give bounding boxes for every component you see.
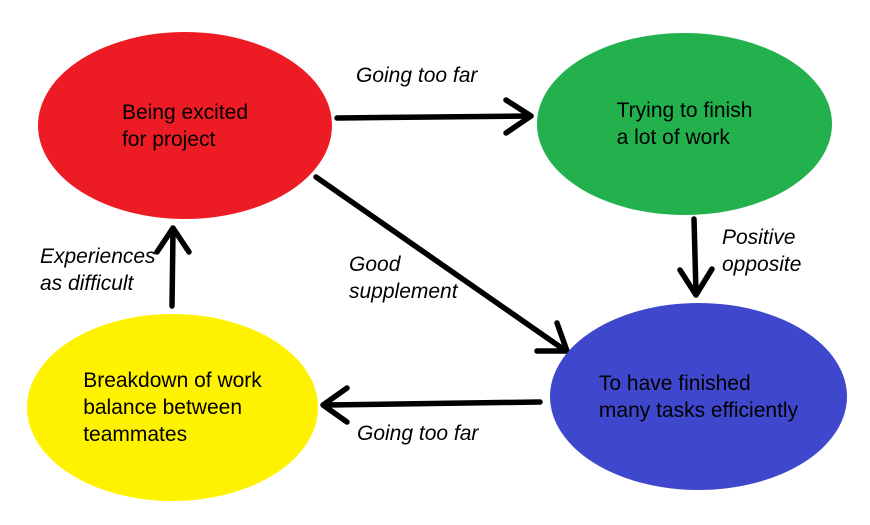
node-label: To have finished many tasks efficiently [598, 371, 799, 422]
node-label: Trying to finish a lot of work [616, 99, 753, 149]
edge-label-good-supplement: Good supplement [349, 253, 458, 303]
edge-label-experiences-as-difficult: Experiences as difficult [40, 245, 156, 295]
edge-label-going-too-far-bottom: Going too far [357, 422, 479, 445]
arrow-finished-to-breakdown [320, 385, 543, 425]
node-trying-to-finish: Trying to finish a lot of work [537, 33, 832, 215]
node-label: Breakdown of work balance between teamma… [83, 369, 262, 446]
arrow-trying-to-finished [677, 216, 715, 298]
node-being-excited: Being excited for project [38, 32, 332, 219]
node-work-breakdown: Breakdown of work balance between teamma… [27, 314, 318, 501]
node-label: Being excited for project [121, 100, 249, 151]
arrow-breakdown-to-excited [154, 225, 192, 309]
edge-label-positive-opposite: Positive opposite [722, 226, 802, 276]
arrow-excited-to-trying [334, 97, 534, 136]
edge-label-going-too-far-top: Going too far [356, 64, 478, 87]
node-finished-tasks: To have finished many tasks efficiently [550, 303, 847, 490]
